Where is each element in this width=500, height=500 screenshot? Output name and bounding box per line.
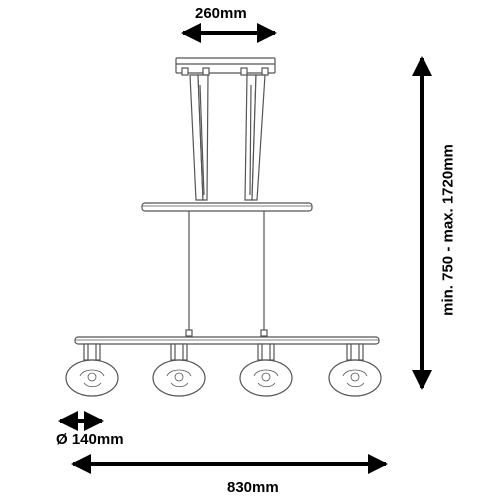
height-range-label: min. 750 - max. 1720mm (439, 144, 457, 316)
lower-bar (74, 336, 380, 345)
lamp-shade (65, 343, 119, 397)
ceiling-plate (175, 57, 276, 76)
lamp-shade (152, 343, 206, 397)
middle-bar (141, 202, 313, 212)
adjust-rods (189, 74, 266, 201)
total-width-label: 830mm (227, 479, 279, 496)
lamp-shade (239, 343, 293, 397)
lamp-shade (328, 343, 382, 397)
shade-diameter-label: Ø 140mm (56, 431, 124, 448)
top-width-label: 260mm (195, 5, 247, 22)
suspension-wires (185, 211, 268, 337)
